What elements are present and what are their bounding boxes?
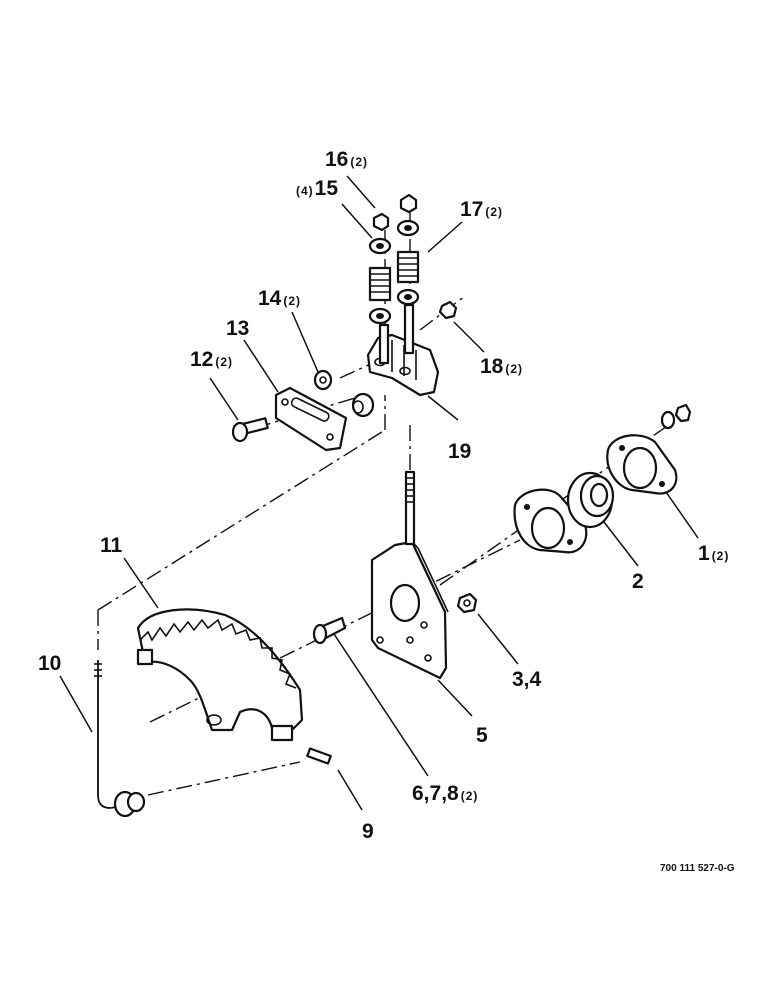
roll-pin — [306, 747, 332, 765]
spring-stack-left — [368, 212, 392, 325]
callout-14: 14(2) — [258, 287, 301, 310]
callout-5: 5 — [476, 724, 488, 747]
callout-10: 10 — [38, 652, 61, 675]
flangette-right — [606, 434, 678, 495]
callout-13: 13 — [226, 317, 249, 340]
gear-segment — [136, 608, 304, 742]
callout-16: 16(2) — [325, 148, 368, 171]
spring-stack-right — [396, 193, 420, 306]
lock-nut — [438, 300, 458, 320]
callout-18: 18(2) — [480, 355, 523, 378]
callout-19: 19 — [448, 440, 471, 463]
callout-17: 17(2) — [460, 198, 503, 221]
bracket — [366, 303, 440, 397]
callout-3-4: 3,4 — [512, 668, 542, 691]
cap-screw — [231, 417, 269, 443]
drawing-code: 700 111 527-0-G — [660, 863, 735, 874]
carriage-bolt — [312, 616, 347, 645]
bearing — [566, 471, 615, 529]
end-washer-nut — [660, 403, 692, 430]
callout-labels: 16(2) (4)15 17(2) 14(2) 13 12(2) 18(2) 1… — [38, 148, 735, 874]
callout-9: 9 — [362, 820, 374, 843]
spacers — [313, 369, 375, 418]
adjust-plate — [274, 386, 348, 452]
flangette-left — [513, 488, 588, 554]
callout-15: (4)15 — [296, 177, 338, 200]
mount-plate — [370, 470, 449, 680]
callout-2: 2 — [632, 570, 644, 593]
callout-1: 1(2) — [698, 542, 729, 565]
callout-6-7-8: 6,7,8(2) — [412, 782, 478, 805]
rod — [94, 660, 146, 818]
leader-lines — [59, 175, 699, 811]
hex-nut — [456, 592, 478, 614]
callout-12: 12(2) — [190, 348, 233, 371]
callout-11: 11 — [100, 534, 123, 557]
